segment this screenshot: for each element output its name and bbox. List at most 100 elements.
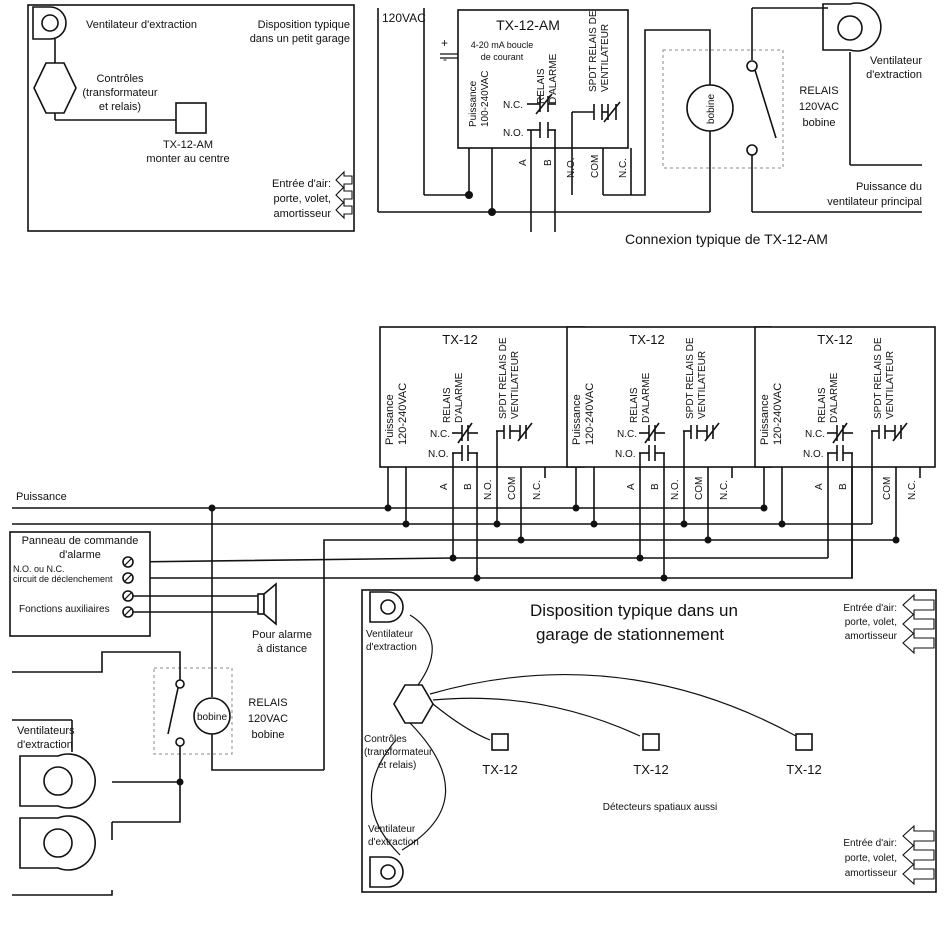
nc-label: N.C. xyxy=(503,100,523,111)
small-air-2: porte, volet, xyxy=(274,193,331,205)
parking-fan-top-1: Ventilateur xyxy=(366,629,414,640)
terminal-com: COM xyxy=(590,155,601,178)
plus-sign: + xyxy=(441,36,448,50)
detector-2: TX-12 xyxy=(633,762,668,777)
unit-alarm-2: D'ALARME xyxy=(454,372,465,423)
parking-fan-top-2: d'extraction xyxy=(366,642,417,653)
small-air-1: Entrée d'air: xyxy=(272,178,331,190)
unit-power-1: Puissance xyxy=(571,394,583,445)
current-loop-1: 4-20 mA boucle xyxy=(471,40,534,50)
small-controls-2: (transformateur xyxy=(82,87,158,99)
t-nc: N.C. xyxy=(907,480,918,500)
small-controls-1: Contrôles xyxy=(96,73,144,85)
t-nc: N.C. xyxy=(719,480,730,500)
tx12am-box-small xyxy=(175,102,207,134)
supply-voltage-label: 120VAC xyxy=(382,11,426,25)
t-a: A xyxy=(626,483,637,490)
parking-air-top-2: porte, volet, xyxy=(845,617,897,628)
terminal-nc: N.C. xyxy=(618,158,629,178)
parking-air-bottom-2: porte, volet, xyxy=(845,853,897,864)
unit-fan-2: VENTILATEUR xyxy=(510,351,521,419)
panel-trip-2: circuit de déclenchement xyxy=(13,574,113,584)
small-garage-fan-label: Ventilateur d'extraction xyxy=(86,19,197,31)
detector-box-1 xyxy=(491,733,509,751)
unit-fan-2: VENTILATEUR xyxy=(697,351,708,419)
t-no: N.O. xyxy=(670,479,681,500)
unit-no: N.O. xyxy=(428,449,449,460)
remote-alarm-2: à distance xyxy=(257,643,307,655)
exhaust-fan-icon xyxy=(19,753,96,809)
relay-2: 120VAC xyxy=(799,101,839,113)
panel-aux: Fonctions auxiliaires xyxy=(19,604,110,615)
exhaust-fan-icon xyxy=(19,815,96,871)
tx12am-connection-panel: 120VAC TX-12-AM + - 4-20 mA boucle de co… xyxy=(377,2,922,247)
unit-alarm-1: RELAIS xyxy=(629,387,640,423)
exhaust-fan-icon xyxy=(32,6,67,40)
conn-fan-1: Ventilateur xyxy=(870,55,922,67)
unit-alarm-2: D'ALARME xyxy=(829,372,840,423)
unit-power-1: Puissance xyxy=(759,394,771,445)
parking-air-top-1: Entrée d'air: xyxy=(843,603,897,614)
unit-alarm-1: RELAIS xyxy=(442,387,453,423)
tx12-unit-2: TX-12 Puissance 120-240VAC RELAIS D'ALAR… xyxy=(566,326,772,468)
terminal-no: N.O. xyxy=(566,157,577,178)
small-air-3: amortisseur xyxy=(274,208,332,220)
unit-power-2: 120-240VAC xyxy=(772,383,784,445)
main-fan-power-2: ventilateur principal xyxy=(827,196,922,208)
minus-sign: - xyxy=(443,52,447,66)
unit-fan-1: SPDT RELAIS DE xyxy=(498,337,509,419)
detector-box-3 xyxy=(795,733,813,751)
unit-nc: N.C. xyxy=(805,429,825,440)
alarm-panel-box xyxy=(9,531,151,637)
detector-3: TX-12 xyxy=(786,762,821,777)
coil-circle xyxy=(686,84,734,132)
air-inlet-arrows xyxy=(902,593,935,655)
tx12am-unit-box xyxy=(457,9,629,149)
parking-fan-bottom-1: Ventilateur xyxy=(368,824,416,835)
parking-air-bottom-1: Entrée d'air: xyxy=(843,838,897,849)
parking-controls-hexagon xyxy=(393,684,434,724)
panel-terminal-icons xyxy=(122,556,134,618)
remote-alarm-1: Pour alarme xyxy=(252,629,312,641)
fan-relay-1: SPDT RELAIS DE xyxy=(588,10,599,92)
panel-trip-1: N.O. ou N.C. xyxy=(13,564,65,574)
multi-tx12-panel: TX-12 Puissance 120-240VAC RELAIS D'ALAR… xyxy=(9,326,936,896)
power-line-label: Puissance xyxy=(16,491,67,503)
parking-controls-1: Contrôles xyxy=(364,734,407,745)
exhaust-fan-icon xyxy=(822,2,882,52)
terminal-labels: A B N.O. COM N.C. A B N.O. COM N.C. A B … xyxy=(439,477,918,500)
small-garage-title-2: dans un petit garage xyxy=(250,33,350,45)
parking-fan-bottom-2: d'extraction xyxy=(368,837,419,848)
t-com: COM xyxy=(694,477,705,500)
unit-nc: N.C. xyxy=(617,429,637,440)
t-no: N.O. xyxy=(483,479,494,500)
t-com: COM xyxy=(507,477,518,500)
terminal-b: B xyxy=(543,159,554,166)
parking-controls-2: (transformateur xyxy=(364,747,433,758)
unit-alarm-2: D'ALARME xyxy=(641,372,652,423)
spatial-note: Détecteurs spatiaux aussi xyxy=(603,802,718,813)
multi-relay-1: RELAIS xyxy=(248,697,287,709)
relay-1: RELAIS xyxy=(799,85,838,97)
tx12am-unit-title: TX-12-AM xyxy=(496,17,560,33)
unit-power-1: Puissance xyxy=(384,394,396,445)
tx12-unit-1: TX-12 Puissance 120-240VAC RELAIS D'ALAR… xyxy=(379,326,585,468)
no-label: N.O. xyxy=(503,128,524,139)
unit-title: TX-12 xyxy=(629,332,664,347)
fan-relay-2: VENTILATEUR xyxy=(600,24,611,92)
alarm-panel-2: d'alarme xyxy=(59,549,101,561)
exhaust-fan-icon xyxy=(369,856,404,888)
main-fan-power-1: Puissance du xyxy=(856,181,922,193)
parking-air-bottom-3: amortisseur xyxy=(845,868,898,879)
t-a: A xyxy=(814,483,825,490)
parking-title-1: Disposition typique dans un xyxy=(530,601,738,620)
small-tx12am-1: TX-12-AM xyxy=(163,139,213,151)
tx12-unit-3: TX-12 Puissance 120-240VAC RELAIS D'ALAR… xyxy=(754,326,936,468)
coil-label: bobine xyxy=(706,94,717,124)
air-inlet-arrows xyxy=(902,824,935,886)
alarm-horn-icon xyxy=(257,582,277,626)
conn-fan-2: d'extraction xyxy=(866,69,922,81)
unit-nc: N.C. xyxy=(430,429,450,440)
current-loop-2: de courant xyxy=(481,52,524,62)
exhaust-fan-icon xyxy=(369,591,404,623)
